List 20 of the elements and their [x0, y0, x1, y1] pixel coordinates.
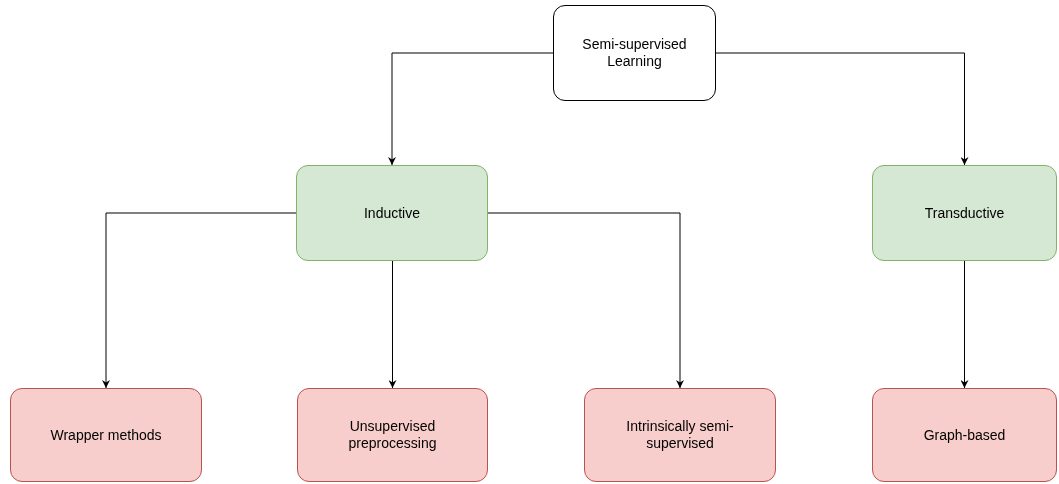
category-box	[297, 388, 488, 482]
category-box	[872, 165, 1057, 261]
box-label: Intrinsically semi-supervised	[625, 418, 735, 452]
category-box	[10, 388, 202, 482]
category-box	[296, 165, 488, 261]
category-box	[553, 5, 716, 101]
arrow	[960, 260, 969, 389]
box-label: Inductive	[363, 204, 420, 222]
arrow	[102, 212, 297, 389]
category-box	[872, 388, 1057, 482]
arrow	[487, 212, 684, 389]
box-label: Unsupervised preprocessing	[347, 418, 438, 452]
arrow	[388, 260, 397, 389]
category-box	[584, 388, 776, 482]
arrow	[388, 52, 554, 166]
box-label: Graph-based	[923, 426, 1006, 444]
arrow	[715, 52, 969, 166]
box-label: Transductive	[924, 204, 1005, 222]
box-label: Wrapper methods	[50, 426, 162, 444]
box-label: Semi-supervised Learning	[581, 36, 688, 70]
